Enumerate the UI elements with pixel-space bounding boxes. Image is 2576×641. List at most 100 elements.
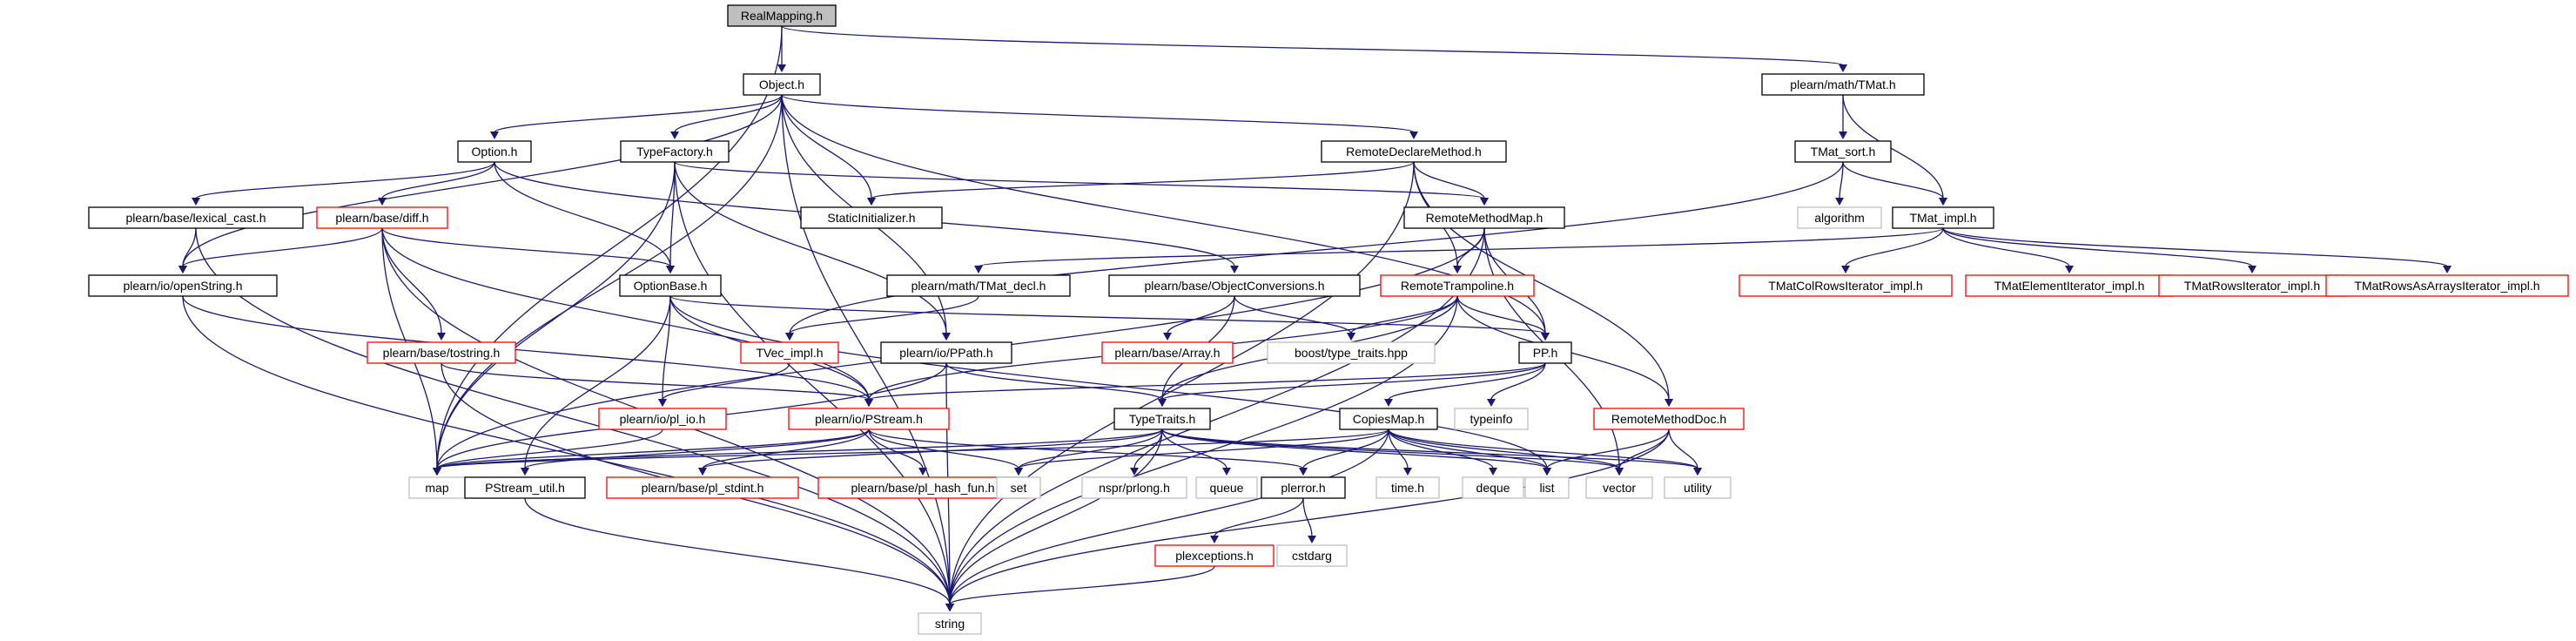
node-lexical-cast-h[interactable]: plearn/base/lexical_cast.h xyxy=(88,206,304,229)
edge-pp-h-to-typetraits-h xyxy=(1161,362,1546,401)
node-box xyxy=(619,274,722,297)
node-tmat-sort-h[interactable]: TMat_sort.h xyxy=(1794,140,1892,163)
node-label: TMatElementIterator_impl.h xyxy=(1994,279,2145,293)
node-pl-stdint-h[interactable]: plearn/base/pl_stdint.h xyxy=(606,476,799,499)
node-box xyxy=(1593,408,1745,430)
node-label: plearn/io/PStream.h xyxy=(815,412,923,426)
edge-copiesmap-h-to-plerror-h xyxy=(1302,428,1389,469)
node-staticinitializer-h[interactable]: StaticInitializer.h xyxy=(800,206,943,229)
node-optionbase-h[interactable]: OptionBase.h xyxy=(619,274,722,297)
node-box xyxy=(1108,274,1361,297)
node-diff-h[interactable]: plearn/base/diff.h xyxy=(316,206,448,229)
node-remotemethodmap-h[interactable]: RemoteMethodMap.h xyxy=(1403,206,1565,229)
node-box xyxy=(1739,274,1953,297)
edge-arrowhead xyxy=(670,132,679,139)
node-label: TMat_impl.h xyxy=(1909,211,1976,225)
node-box xyxy=(1462,476,1524,499)
edge-ppath-h-to-typetraits-h xyxy=(945,362,1163,401)
edge-pstream-h-to-map xyxy=(436,428,870,469)
node-tmat-decl-h[interactable]: plearn/math/TMat_decl.h xyxy=(886,274,1071,297)
edge-arrowhead xyxy=(521,468,529,476)
edge-option-h-to-optionbase-h xyxy=(494,161,671,267)
edge-arrowhead xyxy=(1453,266,1462,273)
edge-arrowhead xyxy=(1839,64,1847,72)
node-pl-hash-fun-h[interactable]: plearn/base/pl_hash_fun.h xyxy=(817,476,1028,499)
node-ppath-h[interactable]: plearn/io/PPath.h xyxy=(880,341,1012,364)
node-array-h[interactable]: plearn/base/Array.h xyxy=(1101,341,1234,364)
edge-arrowhead xyxy=(1541,333,1550,341)
node-tostring-h[interactable]: plearn/base/tostring.h xyxy=(367,341,516,364)
node-box xyxy=(800,206,943,229)
node-tvec-impl-h[interactable]: TVec_impl.h xyxy=(740,341,839,364)
edge-tmat-impl-h-to-tmatelementiterator-impl-h xyxy=(1942,227,2070,267)
node-typefactory-h[interactable]: TypeFactory.h xyxy=(620,140,730,163)
node-box xyxy=(1965,274,2174,297)
edge-openstring-h-to-string xyxy=(182,295,951,605)
node-map: map xyxy=(408,476,466,499)
node-tmatelementiterator-impl-h[interactable]: TMatElementIterator_impl.h xyxy=(1965,274,2174,297)
node-tmat-h[interactable]: plearn/math/TMat.h xyxy=(1761,73,1925,96)
node-box xyxy=(1154,544,1275,567)
edge-typefactory-h-to-remotemethodmap-h xyxy=(674,161,1485,199)
node-pl-io-h[interactable]: plearn/io/pl_io.h xyxy=(598,408,727,430)
node-pp-h[interactable]: PP.h xyxy=(1518,341,1572,364)
node-label: time.h xyxy=(1391,481,1424,495)
node-box xyxy=(1321,140,1507,163)
edge-typetraits-h-to-pl-stdint-h xyxy=(702,428,1163,469)
node-label: vector xyxy=(1603,481,1636,495)
node-box xyxy=(367,341,516,364)
node-typetraits-h[interactable]: TypeTraits.h xyxy=(1113,408,1211,430)
node-remotemethoddoc-h[interactable]: RemoteMethodDoc.h xyxy=(1593,408,1745,430)
edge-arrowhead xyxy=(918,468,927,476)
node-openstring-h[interactable]: plearn/io/openString.h xyxy=(88,274,278,297)
edge-typetraits-h-to-string xyxy=(949,428,1163,605)
node-objectconversions-h[interactable]: plearn/base/ObjectConversions.h xyxy=(1108,274,1361,297)
node-time-h: time.h xyxy=(1375,476,1440,499)
node-pstream-h[interactable]: plearn/io/PStream.h xyxy=(788,408,950,430)
edge-typefactory-h-to-ppath-h xyxy=(674,161,947,334)
edge-diff-h-to-tostring-h xyxy=(381,227,442,334)
node-box xyxy=(817,476,1028,499)
node-typeinfo: typeinfo xyxy=(1454,408,1529,430)
node-box xyxy=(1585,476,1653,499)
node-tmatcolrowsiterator-impl-h[interactable]: TMatColRowsIterator_impl.h xyxy=(1739,274,1953,297)
node-label: plearn/base/tostring.h xyxy=(383,346,501,360)
edge-copiesmap-h-to-set xyxy=(1018,428,1389,469)
node-object-h[interactable]: Object.h xyxy=(743,73,821,96)
edge-arrowhead xyxy=(490,132,499,139)
node-plerror-h[interactable]: plerror.h xyxy=(1261,476,1346,499)
node-box xyxy=(464,476,586,499)
node-copiesmap-h[interactable]: CopiesMap.h xyxy=(1339,408,1438,430)
node-label: queue xyxy=(1210,481,1244,495)
edge-plexceptions-h-to-string xyxy=(949,565,1215,605)
node-box xyxy=(1403,206,1565,229)
node-label: TypeFactory.h xyxy=(636,145,713,159)
edge-pstream-h-to-plerror-h xyxy=(868,428,1304,469)
edge-plerror-h-to-cstdarg xyxy=(1302,497,1313,537)
node-pstream-util-h[interactable]: PStream_util.h xyxy=(464,476,586,499)
edge-tmat-impl-h-to-tmatcolrowsiterator-impl-h xyxy=(1845,227,1944,267)
edge-layer xyxy=(178,25,2452,611)
edge-tmat-decl-h-to-tvec-impl-h xyxy=(789,295,979,334)
edge-arrowhead xyxy=(785,333,794,341)
node-remotetrampoline-h[interactable]: RemoteTrampoline.h xyxy=(1380,274,1535,297)
edge-copiesmap-h-to-string xyxy=(949,428,1389,605)
node-plexceptions-h[interactable]: plexceptions.h xyxy=(1154,544,1275,567)
node-remotedeclaremethod-h[interactable]: RemoteDeclareMethod.h xyxy=(1321,140,1507,163)
edge-remotemethodmap-h-to-remotetrampoline-h xyxy=(1456,227,1485,267)
node-label: RemoteMethodDoc.h xyxy=(1611,412,1726,426)
node-box xyxy=(788,408,950,430)
edge-remotemethoddoc-h-to-list xyxy=(1546,428,1670,469)
edge-arrowhead xyxy=(945,604,954,611)
node-option-h[interactable]: Option.h xyxy=(457,140,532,163)
edge-pp-h-to-typeinfo xyxy=(1490,362,1546,401)
node-tmatrowsiterator-impl-h[interactable]: TMatRowsIterator_impl.h xyxy=(2158,274,2346,297)
node-box xyxy=(1454,408,1529,430)
node-label: boost/type_traits.hpp xyxy=(1295,346,1408,360)
node-tmat-impl-h[interactable]: TMat_impl.h xyxy=(1892,206,1994,229)
node-tmatrowsasarraysiterator-impl-h[interactable]: TMatRowsAsArraysIterator_impl.h xyxy=(2325,274,2569,297)
node-set: set xyxy=(996,476,1041,499)
node-box xyxy=(1276,544,1348,567)
node-label: TypeTraits.h xyxy=(1129,412,1196,426)
node-algorithm: algorithm xyxy=(1797,206,1882,229)
